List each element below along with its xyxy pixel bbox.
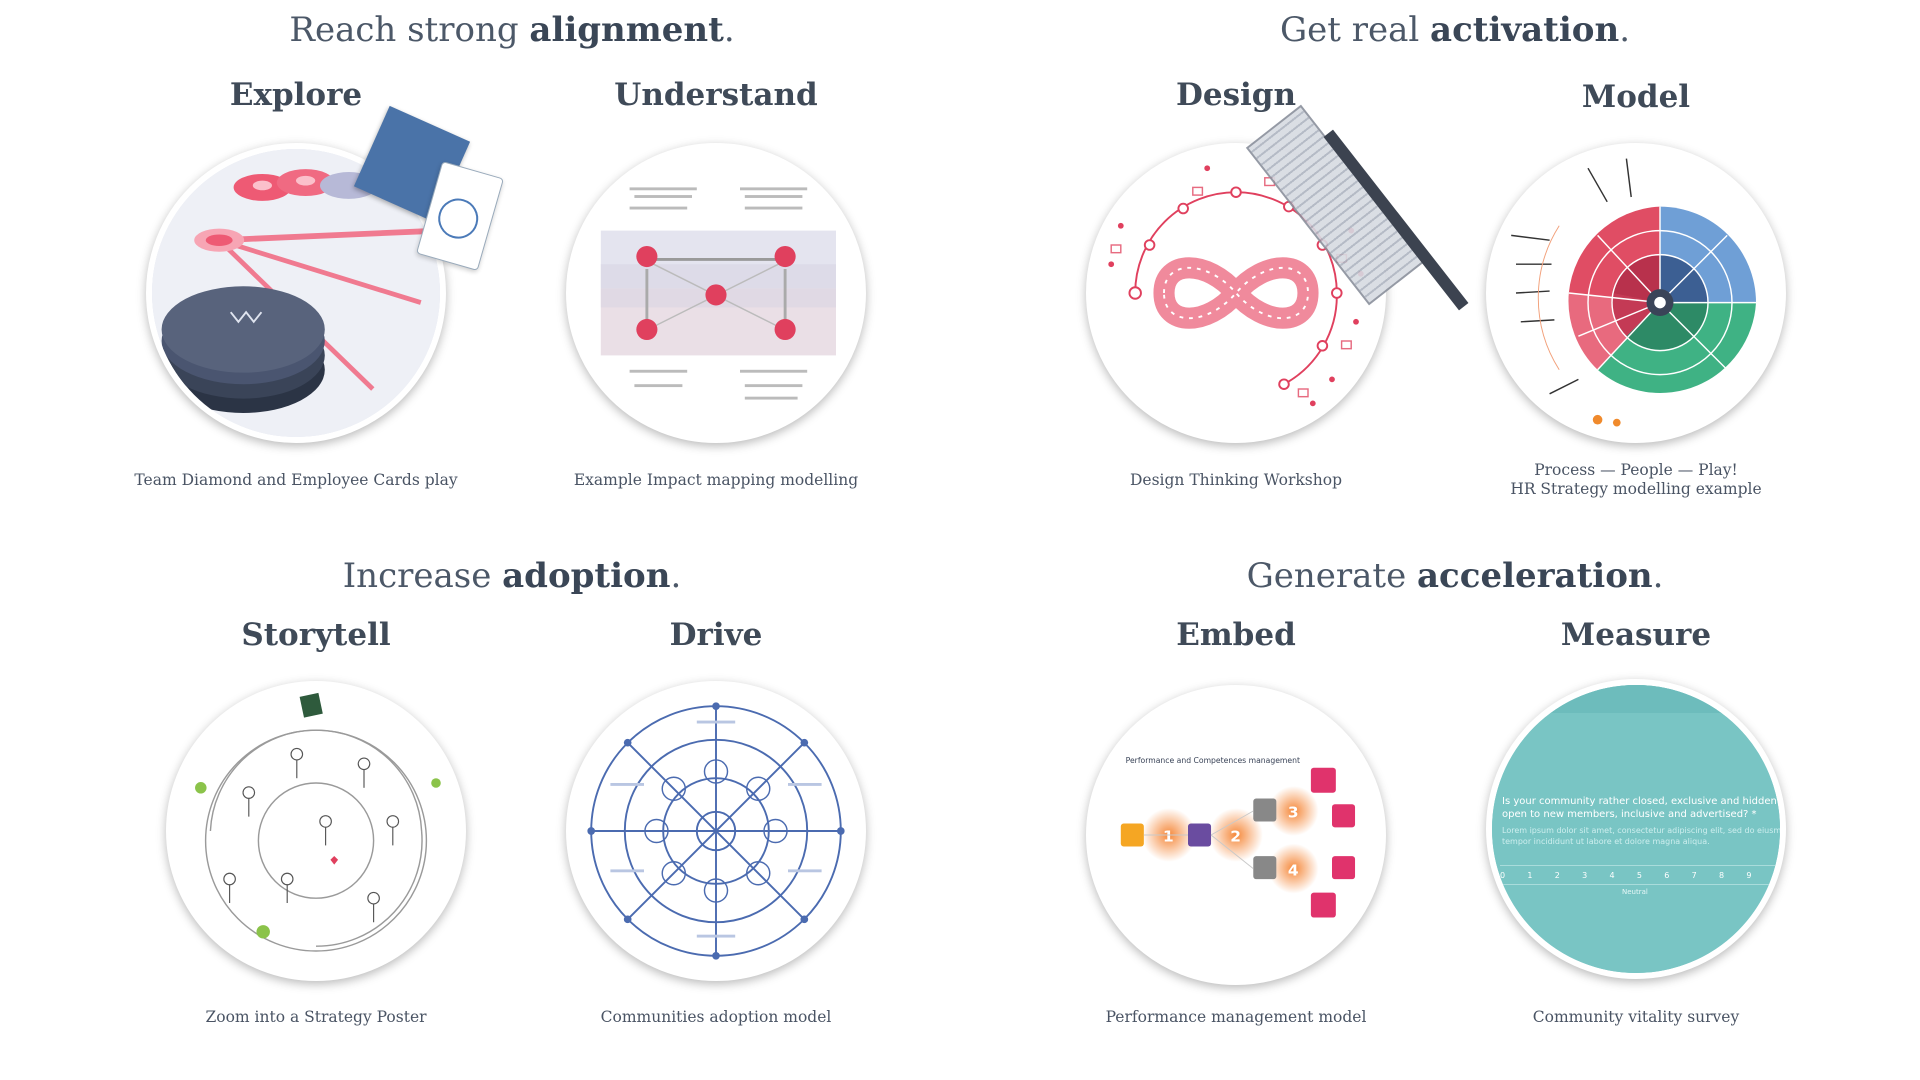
embed-step-3: 3 [1288, 804, 1299, 822]
card-title-model: Model [1581, 79, 1691, 115]
section-title-activation: Get real activation. [1279, 10, 1631, 50]
survey-topbar [1492, 685, 1780, 713]
survey-filler-text: Lorem ipsum dolor sit amet, consectetur … [1502, 826, 1786, 846]
scale-2[interactable]: 2 [1554, 871, 1560, 880]
caption-understand: Example Impact mapping modelling [573, 471, 859, 489]
storytell-image[interactable] [166, 681, 466, 981]
card-title-storytell: Storytell [241, 617, 391, 653]
drive-image[interactable] [566, 681, 866, 981]
understand-image[interactable] [566, 143, 866, 443]
scale-neutral-label: Neutral [1622, 888, 1648, 896]
section-title-adoption: Increase adoption. [342, 556, 682, 596]
caption-drive: Communities adoption model [600, 1008, 832, 1026]
card-design[interactable]: Design Desig [1046, 73, 1426, 503]
card-icon-cluster [433, 193, 483, 244]
card-title-explore: Explore [229, 77, 363, 113]
scale-9[interactable]: 9 [1746, 871, 1752, 880]
section-title-alignment: Reach strong alignment. [289, 10, 735, 50]
measure-image[interactable]: Is your community rather closed, exclusi… [1486, 679, 1786, 979]
model-image[interactable] [1486, 143, 1786, 443]
section-title-acceleration: Generate acceleration. [1246, 556, 1664, 596]
card-title-design: Design [1175, 77, 1297, 113]
caption-storytell: Zoom into a Strategy Poster [205, 1008, 427, 1026]
caption-design: Design Thinking Workshop [1130, 471, 1342, 489]
survey-question: Is your community rather closed, exclusi… [1502, 796, 1786, 820]
design-image[interactable] [1086, 143, 1386, 443]
scale-1[interactable]: 1 [1527, 871, 1533, 880]
caption-explore: Team Diamond and Employee Cards play [134, 471, 458, 489]
card-drive[interactable]: Drive [526, 613, 906, 1043]
card-title-embed: Embed [1176, 617, 1296, 653]
scale-8[interactable]: 8 [1719, 871, 1725, 880]
scale-5[interactable]: 5 [1636, 871, 1642, 880]
card-storytell[interactable]: Storytell [126, 613, 506, 1043]
card-embed[interactable]: Embed Performance and Competences manage… [1046, 613, 1426, 1043]
survey-scale: 0 1 2 3 4 5 6 7 8 9 10 [1500, 865, 1784, 885]
scale-10[interactable]: 10 [1773, 871, 1784, 880]
embed-step-2: 2 [1230, 828, 1241, 846]
scale-6[interactable]: 6 [1664, 871, 1670, 880]
card-understand[interactable]: Understand [526, 73, 906, 503]
card-title-measure: Measure [1560, 617, 1712, 653]
card-measure[interactable]: Measure Is your community rather closed,… [1446, 613, 1826, 1043]
embed-image[interactable]: Performance and Competences management 1… [1086, 685, 1386, 985]
scale-4[interactable]: 4 [1609, 871, 1615, 880]
card-title-understand: Understand [614, 77, 818, 113]
scale-7[interactable]: 7 [1691, 871, 1697, 880]
card-title-drive: Drive [669, 617, 763, 653]
card-model[interactable]: Model [1446, 73, 1826, 503]
embed-step-4: 4 [1288, 861, 1299, 879]
scale-0[interactable]: 0 [1500, 871, 1506, 880]
embed-header-text: Performance and Competences management [1126, 756, 1300, 765]
survey-panel: Is your community rather closed, exclusi… [1492, 685, 1780, 973]
scale-3[interactable]: 3 [1582, 871, 1588, 880]
caption-measure: Community vitality survey [1532, 1008, 1740, 1026]
caption-model: Process — People — Play! HR Strategy mod… [1510, 461, 1762, 498]
caption-embed: Performance management model [1105, 1008, 1367, 1026]
embed-step-1: 1 [1163, 828, 1174, 846]
